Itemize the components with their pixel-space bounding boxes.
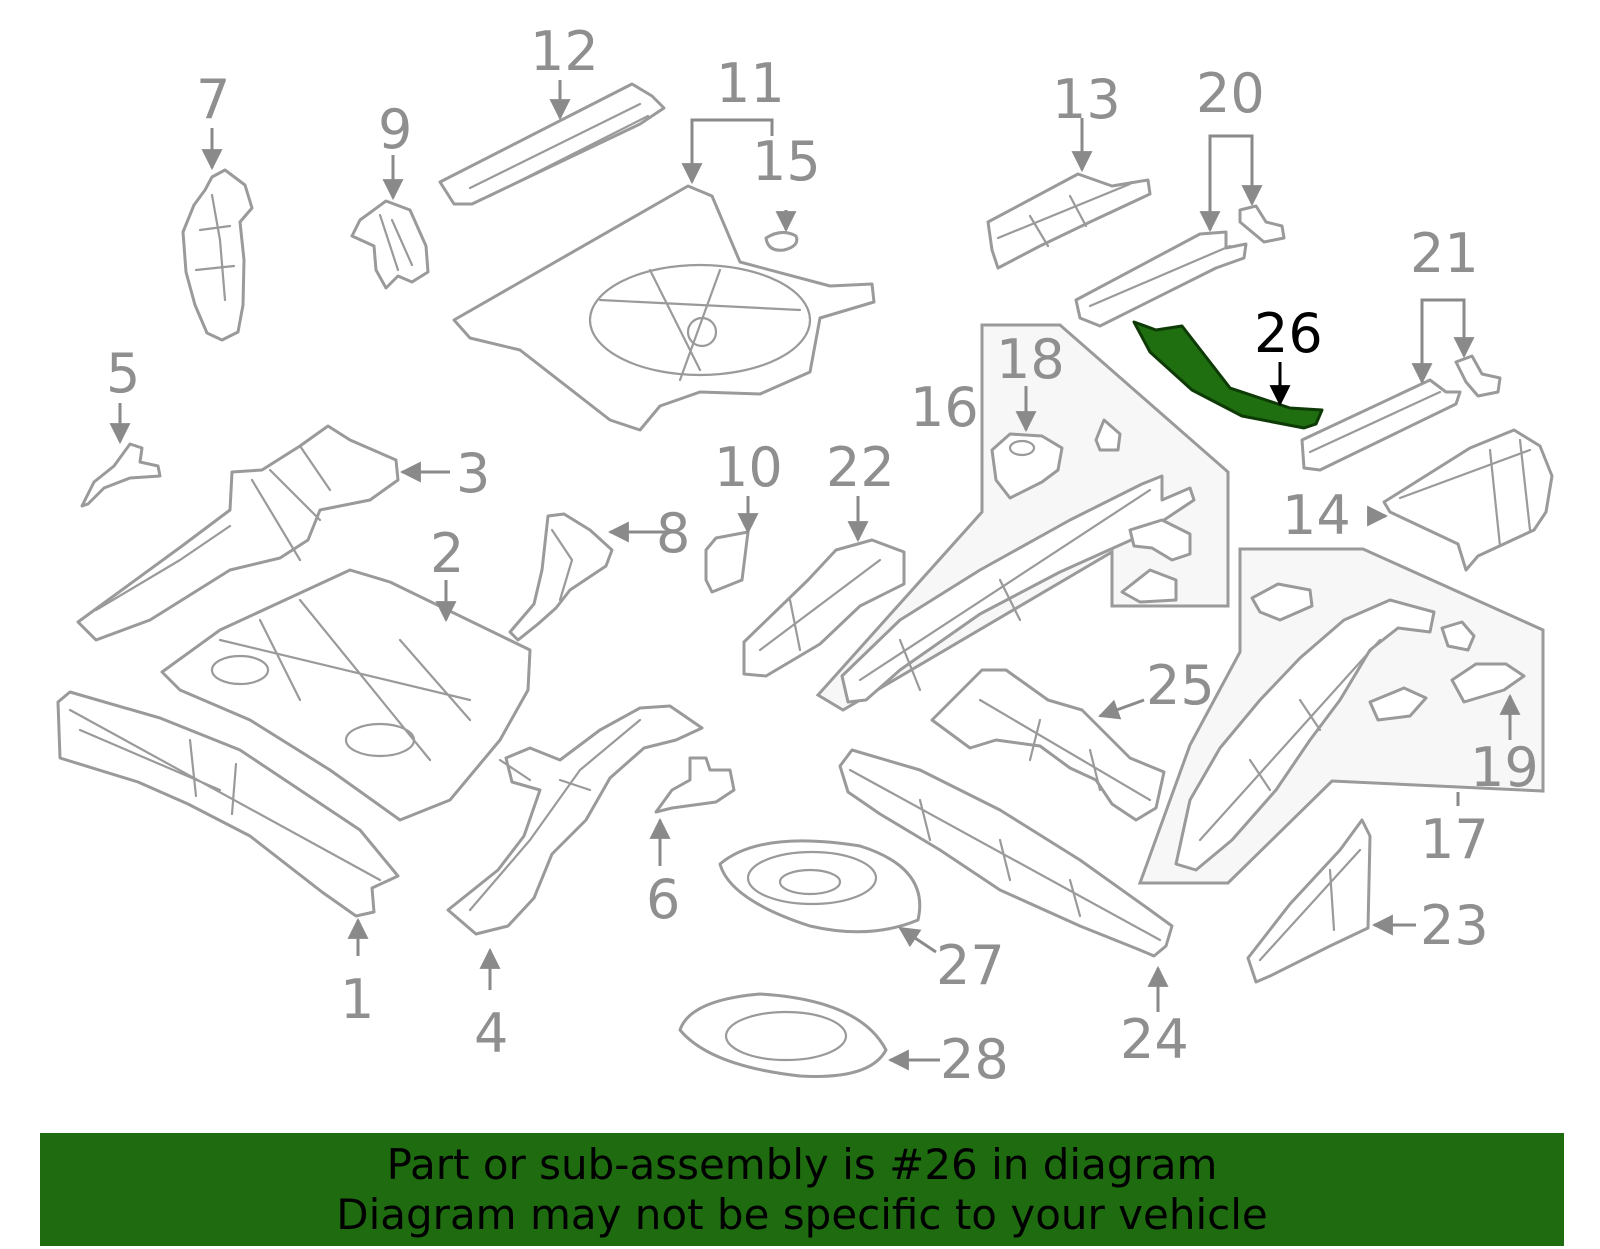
part-2 bbox=[160, 568, 532, 822]
callout-17: 17 bbox=[1420, 808, 1489, 871]
callout-18: 18 bbox=[996, 328, 1065, 391]
callout-27: 27 bbox=[936, 934, 1005, 997]
callout-22: 22 bbox=[826, 436, 895, 499]
part-17 bbox=[1174, 582, 1476, 872]
callout-14: 14 bbox=[1282, 484, 1351, 547]
banner-line-1: Part or sub-assembly is #26 in diagram bbox=[386, 1139, 1218, 1189]
part-3 bbox=[76, 424, 400, 642]
callout-5: 5 bbox=[106, 342, 140, 405]
callout-labels: 7 12 9 11 15 5 3 2 1 4 6 8 10 22 16 18 1… bbox=[106, 20, 1539, 1091]
part-25 bbox=[930, 668, 1166, 822]
callout-1: 1 bbox=[340, 968, 374, 1031]
callout-2: 2 bbox=[430, 522, 464, 585]
part-10 bbox=[704, 530, 750, 594]
part-18 bbox=[990, 432, 1064, 500]
callout-9: 9 bbox=[378, 98, 412, 161]
part-7 bbox=[181, 168, 254, 342]
part-16 bbox=[840, 418, 1196, 704]
part-21 bbox=[1300, 354, 1502, 472]
callout-7: 7 bbox=[196, 68, 230, 131]
callout-20: 20 bbox=[1196, 62, 1265, 125]
part-23 bbox=[1246, 818, 1372, 984]
part-1 bbox=[56, 690, 400, 918]
callout-23: 23 bbox=[1420, 894, 1489, 957]
callout-16: 16 bbox=[910, 376, 979, 439]
callout-13: 13 bbox=[1052, 68, 1121, 131]
part-13 bbox=[986, 172, 1152, 270]
part-26-highlighted bbox=[1132, 320, 1324, 430]
callout-19: 19 bbox=[1470, 736, 1539, 799]
part-8 bbox=[508, 512, 614, 642]
part-4 bbox=[446, 704, 704, 936]
leader-lines bbox=[109, 80, 1521, 1071]
callout-10: 10 bbox=[714, 436, 783, 499]
part-5 bbox=[80, 442, 162, 508]
part-11 bbox=[452, 184, 876, 432]
info-banner: Part or sub-assembly is #26 in diagram D… bbox=[40, 1133, 1564, 1246]
callout-15: 15 bbox=[752, 130, 821, 193]
callout-28: 28 bbox=[940, 1028, 1009, 1091]
callout-26: 26 bbox=[1254, 302, 1323, 365]
part-22 bbox=[742, 538, 906, 678]
part-20 bbox=[1074, 204, 1286, 328]
callout-21: 21 bbox=[1410, 222, 1479, 285]
part-24 bbox=[838, 748, 1174, 958]
callout-8: 8 bbox=[656, 502, 690, 565]
banner-line-2: Diagram may not be specific to your vehi… bbox=[336, 1189, 1268, 1239]
callout-25: 25 bbox=[1146, 654, 1215, 717]
callout-11: 11 bbox=[716, 52, 785, 115]
part-12 bbox=[438, 82, 666, 206]
callout-4: 4 bbox=[474, 1002, 508, 1065]
part-28 bbox=[678, 992, 888, 1078]
part-6 bbox=[654, 756, 736, 814]
part-9 bbox=[350, 199, 430, 290]
callout-3: 3 bbox=[456, 442, 490, 505]
callout-6: 6 bbox=[646, 868, 680, 931]
part-19 bbox=[1450, 662, 1526, 704]
callout-12: 12 bbox=[530, 20, 599, 83]
part-15 bbox=[764, 231, 799, 252]
part-27 bbox=[718, 839, 922, 934]
callout-24: 24 bbox=[1120, 1008, 1189, 1071]
part-14 bbox=[1382, 428, 1554, 572]
